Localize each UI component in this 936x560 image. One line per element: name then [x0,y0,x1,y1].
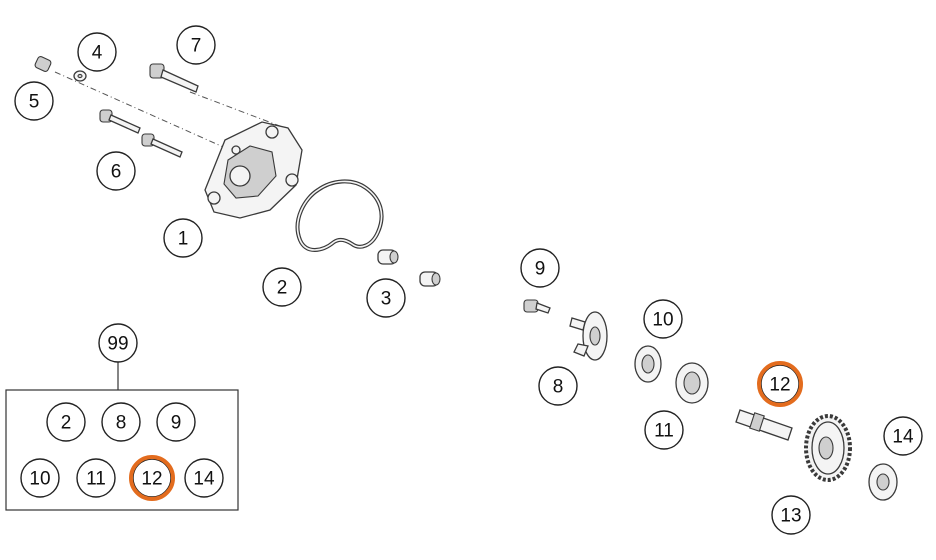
kit-item-10-circle [20,458,60,498]
callout-8-label: 8 [553,377,564,398]
bearing-part-14 [868,463,898,501]
callout-9: 9 [520,248,560,288]
callout-14-label: 14 [892,427,914,448]
callout-5: 5 [14,81,54,121]
kit-item-14-circle [184,458,224,498]
callout-2-circle [262,267,302,307]
callout-11-circle [644,410,684,450]
kit-item-14-label: 14 [193,469,215,490]
callout-8-circle [538,366,578,406]
callout-1: 1 [163,218,203,258]
parts-drawing [5,56,898,511]
kit-item-14: 14 [184,458,224,498]
callout-14: 14 [883,416,923,456]
kit-item-12: 12 [129,455,175,501]
callout-3-circle [366,278,406,318]
callout-11-label: 11 [654,421,674,442]
kit-item-9-circle [156,402,196,442]
seal-part-10 [634,345,662,383]
shaft-part-12 [735,409,793,441]
bearing-part-11 [675,362,709,404]
gasket-part-2 [295,179,384,252]
impeller-part-8 [569,311,608,361]
kit-callout-99: 99 [98,323,138,363]
callout-6: 6 [96,151,136,191]
bolt-part-6 [99,109,183,158]
kit-item-12-label: 12 [141,469,162,490]
callout-10: 10 [643,299,683,339]
callout-7-label: 7 [191,36,202,57]
kit-box [5,389,239,511]
callout-10-circle [643,299,683,339]
kit-item-10-label: 10 [29,469,50,490]
washer-part-4 [73,70,87,82]
screw-part-9 [523,299,551,314]
callout-12: 12 [757,361,803,407]
dowel-pin-part-3 [377,249,441,287]
callout-7-circle [176,25,216,65]
callout-2: 2 [262,267,302,307]
callout-3: 3 [366,278,406,318]
kit-item-2: 2 [46,402,86,442]
kit-item-10: 10 [20,458,60,498]
callout-1-label: 1 [178,229,189,250]
kit-item-12-highlight-ring [129,455,175,501]
callout-13-circle [771,495,811,535]
kit-item-2-circle [46,402,86,442]
bolt-part-5 [34,56,52,72]
callout-2-label: 2 [277,278,288,299]
kit-item-9-label: 9 [171,413,182,434]
callout-6-label: 6 [111,162,122,183]
callout-9-circle [520,248,560,288]
callout-7: 7 [176,25,216,65]
kit-item-8-label: 8 [116,413,127,434]
pump-cover-part-1 [204,121,303,219]
callout-8: 8 [538,366,578,406]
bolt-part-7 [149,63,199,93]
kit-item-11-label: 11 [86,469,106,490]
kit-item-9: 9 [156,402,196,442]
callout-10-label: 10 [652,310,673,331]
callout-13-label: 13 [780,506,801,527]
callout-5-label: 5 [29,92,40,113]
callout-13: 13 [771,495,811,535]
kit-callout-99-circle [98,323,138,363]
callout-14-circle [883,416,923,456]
callout-4-label: 4 [92,43,103,64]
kit-item-11-circle [76,458,116,498]
callout-9-label: 9 [535,259,546,280]
kit-item-8: 8 [101,402,141,442]
kit-item-2-label: 2 [61,413,72,434]
callout-12-highlight-ring [757,361,803,407]
kit-item-8-circle [101,402,141,442]
kit-callout-layer: 2 8 9 10 11 12 14 [20,402,224,501]
kit-item-11: 11 [76,458,116,498]
callout-11: 11 [644,410,684,450]
callout-6-circle [96,151,136,191]
callout-4: 4 [77,32,117,72]
gear-part-13 [804,414,852,482]
callout-1-circle [163,218,203,258]
callout-4-circle [77,32,117,72]
callout-5-circle [14,81,54,121]
callout-12-label: 12 [769,375,790,396]
callout-3-label: 3 [381,289,392,310]
kit-callout-99-label: 99 [107,334,128,355]
